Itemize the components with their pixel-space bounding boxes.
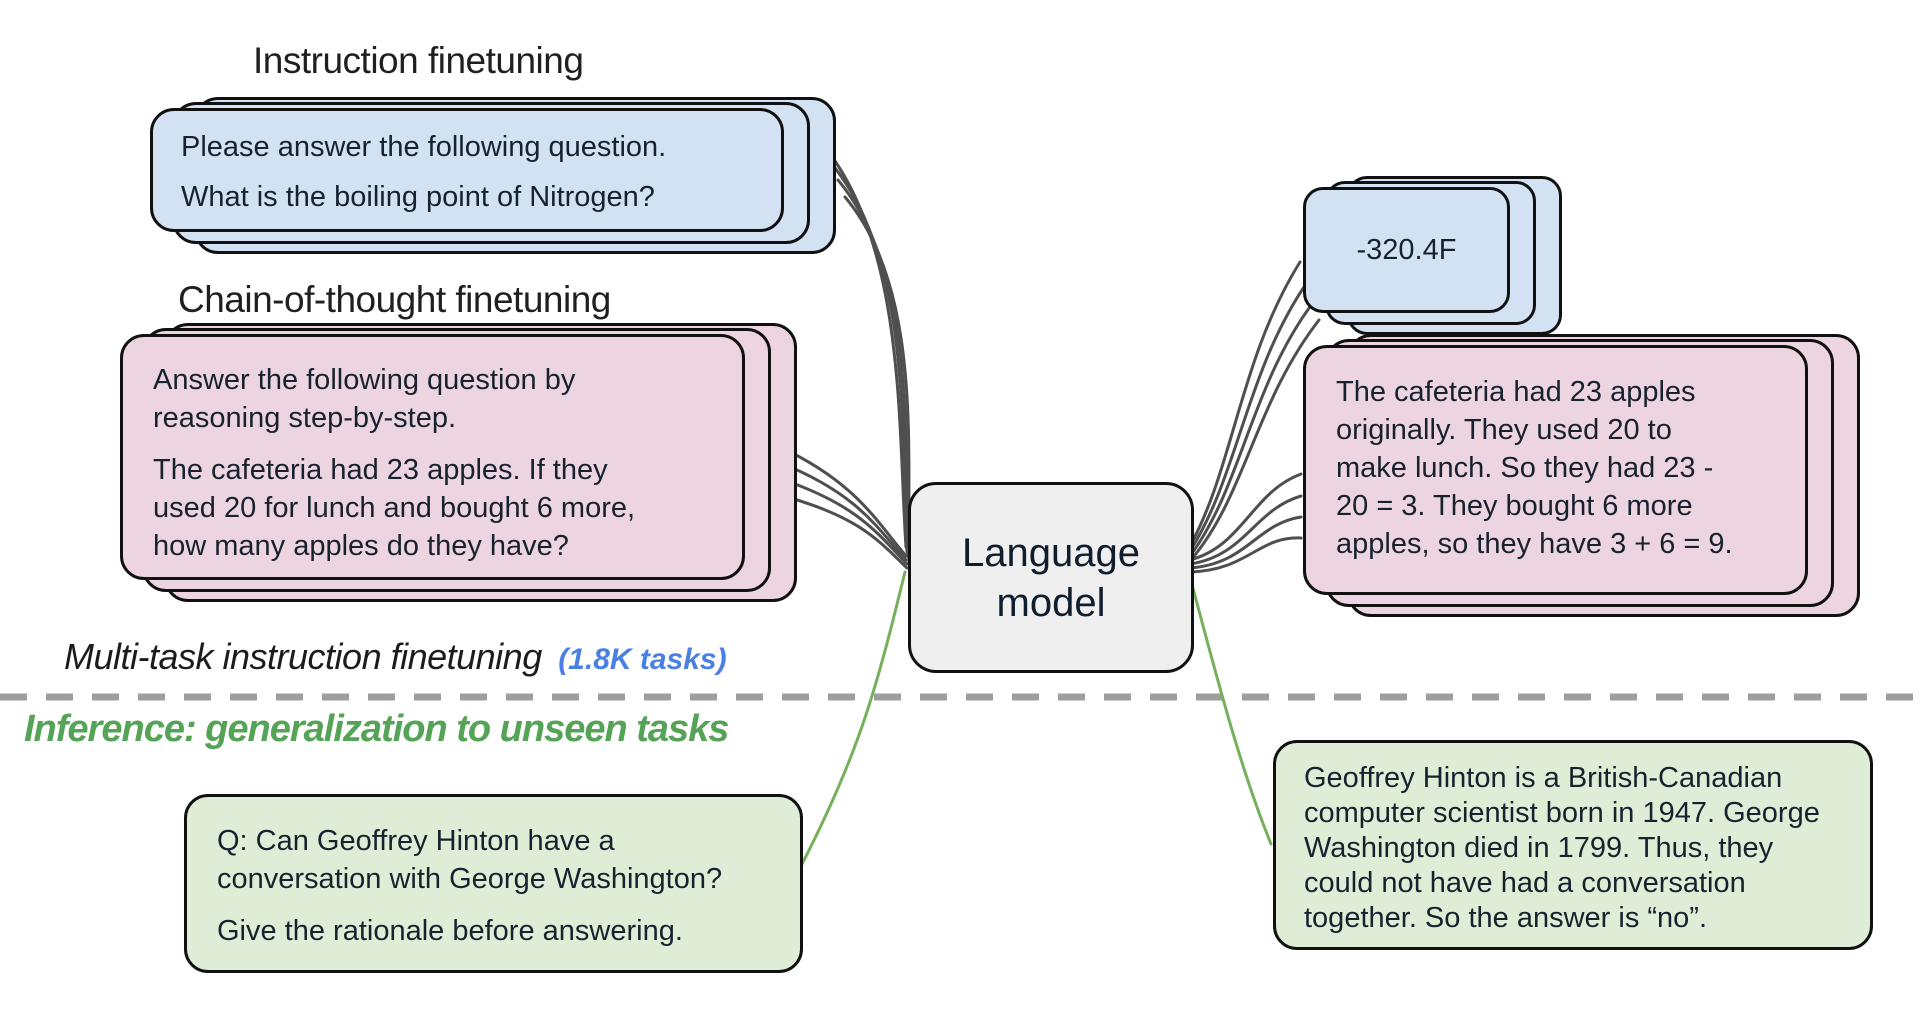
connector-inference-prompt-to-model <box>798 570 907 870</box>
connector-instruction-to-model-3 <box>836 178 910 559</box>
multitask-finetuning-label: Multi-task instruction finetuning <box>64 636 542 677</box>
connector-model-to-inference-answer <box>1188 575 1273 846</box>
instruction-answer-stack: -320.4F <box>1303 176 1562 335</box>
inference-heading: Inference: generalization to unseen task… <box>24 708 729 750</box>
instruction-answer-text: -320.4F <box>1306 190 1507 310</box>
instruction-answer-card: -320.4F <box>1303 187 1510 313</box>
connector-cot-to-model-3 <box>782 478 909 566</box>
chain-of-thought-heading: Chain-of-thought finetuning <box>178 279 611 320</box>
connector-model-to-cot-answer-4 <box>1188 536 1303 574</box>
prompt-paragraph: What is the boiling point of Nitrogen? <box>181 181 655 213</box>
instruction-finetuning-heading: Instruction finetuning <box>253 40 584 81</box>
connector-instruction-to-model-2 <box>829 161 909 554</box>
connector-model-to-cot-answer-2 <box>1188 494 1303 566</box>
instruction-prompt-text: Please answer the following question. Wh… <box>153 111 781 233</box>
connector-model-to-instruction-answer-4 <box>1188 318 1321 563</box>
instruction-prompt-stack: Please answer the following question. Wh… <box>150 97 836 254</box>
answer-paragraph: -320.4F <box>1356 234 1457 266</box>
multitask-finetuning-line: Multi-task instruction finetuning (1.8K … <box>64 636 727 678</box>
connector-model-to-instruction-answer-1 <box>1188 260 1302 548</box>
prompt-paragraph: Give the rationale before answering. <box>217 915 683 947</box>
connector-cot-to-model-4 <box>785 495 909 570</box>
connector-model-to-cot-answer-1 <box>1188 472 1303 562</box>
connector-model-to-instruction-answer-3 <box>1188 302 1314 558</box>
connector-cot-to-model-2 <box>779 461 908 562</box>
connector-model-to-cot-answer-3 <box>1188 515 1303 570</box>
prompt-paragraph: Please answer the following question. <box>181 131 667 163</box>
connector-model-to-instruction-answer-2 <box>1188 282 1308 553</box>
instruction-prompt-card: Please answer the following question. Wh… <box>150 108 784 232</box>
multitask-tasks-badge: (1.8K tasks) <box>558 643 727 676</box>
connector-cot-to-model-1 <box>776 444 908 558</box>
connector-instruction-to-model-1 <box>822 144 908 549</box>
